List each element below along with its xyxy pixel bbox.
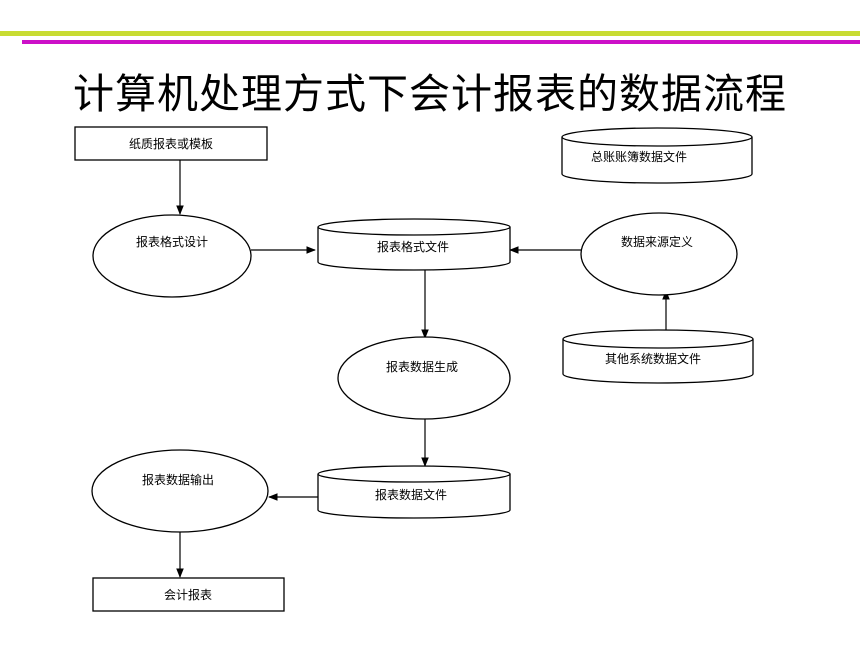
node-data-generation: 报表数据生成 [337, 336, 511, 420]
node-source-definition: 数据来源定义 [580, 212, 738, 296]
top-rule-yellow [0, 31, 860, 36]
node-paper-template: 纸质报表或模板 [74, 126, 268, 161]
node-format-design-label: 报表格式设计 [136, 234, 208, 249]
node-paper-template-label: 纸质报表或模板 [129, 136, 213, 151]
node-data-output: 报表数据输出 [91, 449, 269, 533]
node-accounting-report: 会计报表 [92, 577, 285, 612]
node-accounting-report-label: 会计报表 [164, 587, 212, 602]
node-data-file-label: 报表数据文件 [375, 487, 447, 502]
node-format-file-label: 报表格式文件 [377, 239, 449, 254]
node-other-system-files-label: 其他系统数据文件 [605, 351, 701, 366]
flow-edges [176, 160, 670, 578]
node-ledger-files-label: 总账账簿数据文件 [591, 149, 687, 164]
page-title: 计算机处理方式下会计报表的数据流程 [73, 70, 787, 118]
node-format-design: 报表格式设计 [92, 214, 252, 298]
node-ledger-files: 总账账簿数据文件 [561, 127, 753, 184]
node-data-file: 报表数据文件 [317, 465, 511, 519]
node-source-definition-label: 数据来源定义 [621, 234, 693, 249]
node-format-file: 报表格式文件 [317, 218, 511, 271]
node-other-system-files: 其他系统数据文件 [562, 329, 754, 384]
top-rule-magenta [22, 40, 860, 44]
node-data-output-label: 报表数据输出 [142, 472, 214, 487]
node-data-generation-label: 报表数据生成 [386, 359, 458, 374]
